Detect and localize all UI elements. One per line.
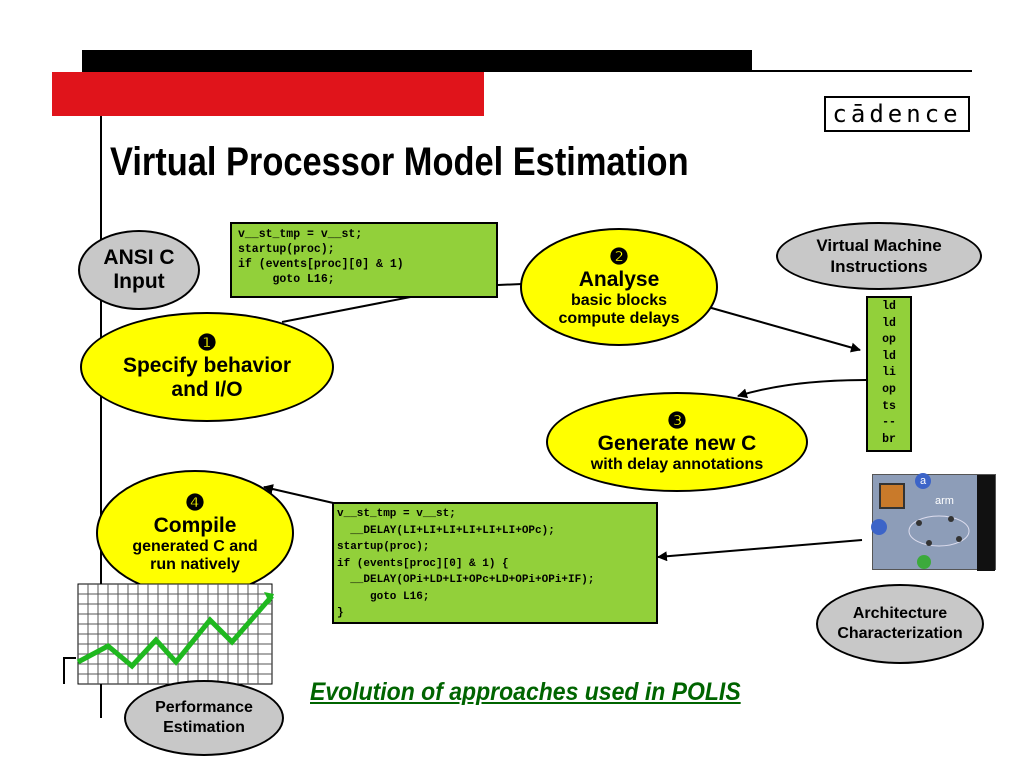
ansi-c-line-2: Input: [113, 270, 165, 293]
step1-marker: ❶: [197, 330, 217, 355]
performance-estimation-node: Performance Estimation: [124, 680, 284, 756]
instruction-item: ld: [882, 300, 896, 313]
code-line: v__st_tmp = v__st;: [238, 228, 363, 241]
instruction-item: ld: [882, 349, 896, 363]
architecture-characterization-node: Architecture Characterization: [816, 584, 984, 664]
header-rule: [752, 70, 972, 72]
ansi-c-line-1: ANSI C: [103, 246, 175, 269]
vm-line-1: Virtual Machine: [816, 236, 942, 255]
instruction-item: op: [882, 382, 896, 396]
cadence-logo: cādence: [824, 96, 970, 132]
code-line: __DELAY(LI+LI+LI+LI+LI+LI+OPc);: [337, 524, 555, 537]
step2-marker: ❷: [609, 244, 629, 269]
code-line: }: [337, 607, 344, 619]
step1-line-1: Specify behavior: [122, 354, 292, 377]
step3-title: Generate new C: [597, 432, 757, 455]
instruction-item: op: [882, 333, 896, 347]
header-red-bar: [52, 72, 484, 116]
code-line: __DELAY(OPi+LD+LI+OPc+LD+OPi+OPi+IF);: [337, 574, 595, 586]
code-line: startup(proc);: [337, 541, 430, 553]
step2-title: Analyse: [578, 268, 660, 291]
instruction-item: --: [882, 416, 896, 430]
instruction-item: ld: [882, 316, 896, 330]
architecture-widget: a arm: [871, 473, 996, 571]
performance-graph-icon: [63, 583, 274, 685]
step2-line-2: compute delays: [558, 310, 680, 327]
code-line: goto L16;: [337, 590, 430, 603]
arrow-arch-code: [657, 539, 863, 562]
step2-node: ❷ Analyse basic blocks compute delays: [520, 228, 718, 346]
vm-line-2: Instructions: [830, 257, 928, 276]
code-line: goto L16;: [238, 273, 335, 286]
vm-instructions-node: Virtual Machine Instructions: [776, 222, 982, 290]
code-line: if (events[proc][0] & 1) {: [337, 557, 509, 570]
step4-marker: ❹: [185, 490, 205, 515]
step3-marker: ❸: [667, 408, 687, 433]
arch-line-2: Characterization: [837, 625, 963, 642]
step4-title: Compile: [153, 514, 237, 537]
slide-title: Virtual Processor Model Estimation: [110, 140, 689, 184]
code-line: startup(proc);: [238, 243, 335, 256]
header-black-bar: [82, 50, 752, 72]
instruction-item: br: [882, 432, 896, 446]
perf-line-1: Performance: [155, 699, 253, 716]
ansi-c-input-node: ANSI C Input: [78, 230, 200, 310]
code-line: v__st_tmp = v__st;: [337, 508, 456, 520]
slide-subtitle: Evolution of approaches used in POLIS: [310, 678, 741, 706]
arrow-vm-step3: [737, 379, 867, 399]
arm-graph-icon: [908, 515, 970, 547]
left-rule: [100, 116, 102, 718]
step3-node: ❸ Generate new C with delay annotations: [546, 392, 808, 492]
code-block-original: v__st_tmp = v__st; startup(proc); if (even…: [230, 222, 498, 298]
connector-code-step2: [497, 283, 523, 286]
step1-line-2: and I/O: [171, 378, 243, 401]
step4-line-2: run natively: [150, 556, 240, 573]
instruction-list: ld ld op ld li op ts -- br: [866, 296, 912, 452]
port-bottom-icon: [917, 555, 931, 569]
step2-line-1: basic blocks: [570, 292, 668, 309]
arrow-step2-vm: [707, 306, 861, 353]
widget-side-panel: [977, 475, 995, 571]
chip-icon: [879, 483, 905, 509]
perf-line-2: Estimation: [163, 719, 245, 736]
arrow-code-step4: [263, 484, 343, 506]
step3-line-1: with delay annotations: [590, 456, 764, 473]
step4-node: ❹ Compile generated C and run natively: [96, 470, 294, 596]
step1-node: ❶ Specify behavior and I/O: [80, 312, 334, 422]
arm-label: arm: [935, 495, 954, 507]
code-line: if (events[proc][0] & 1): [238, 258, 404, 271]
port-left-icon: [871, 519, 887, 535]
step4-line-1: generated C and: [132, 538, 258, 555]
instruction-item: li: [882, 366, 896, 380]
code-block-annotated: v__st_tmp = v__st; __DELAY(LI+LI+LI+LI+L…: [332, 502, 658, 624]
port-top-icon: a: [915, 473, 931, 489]
arch-line-1: Architecture: [852, 605, 948, 622]
instruction-item: ts: [882, 399, 896, 413]
